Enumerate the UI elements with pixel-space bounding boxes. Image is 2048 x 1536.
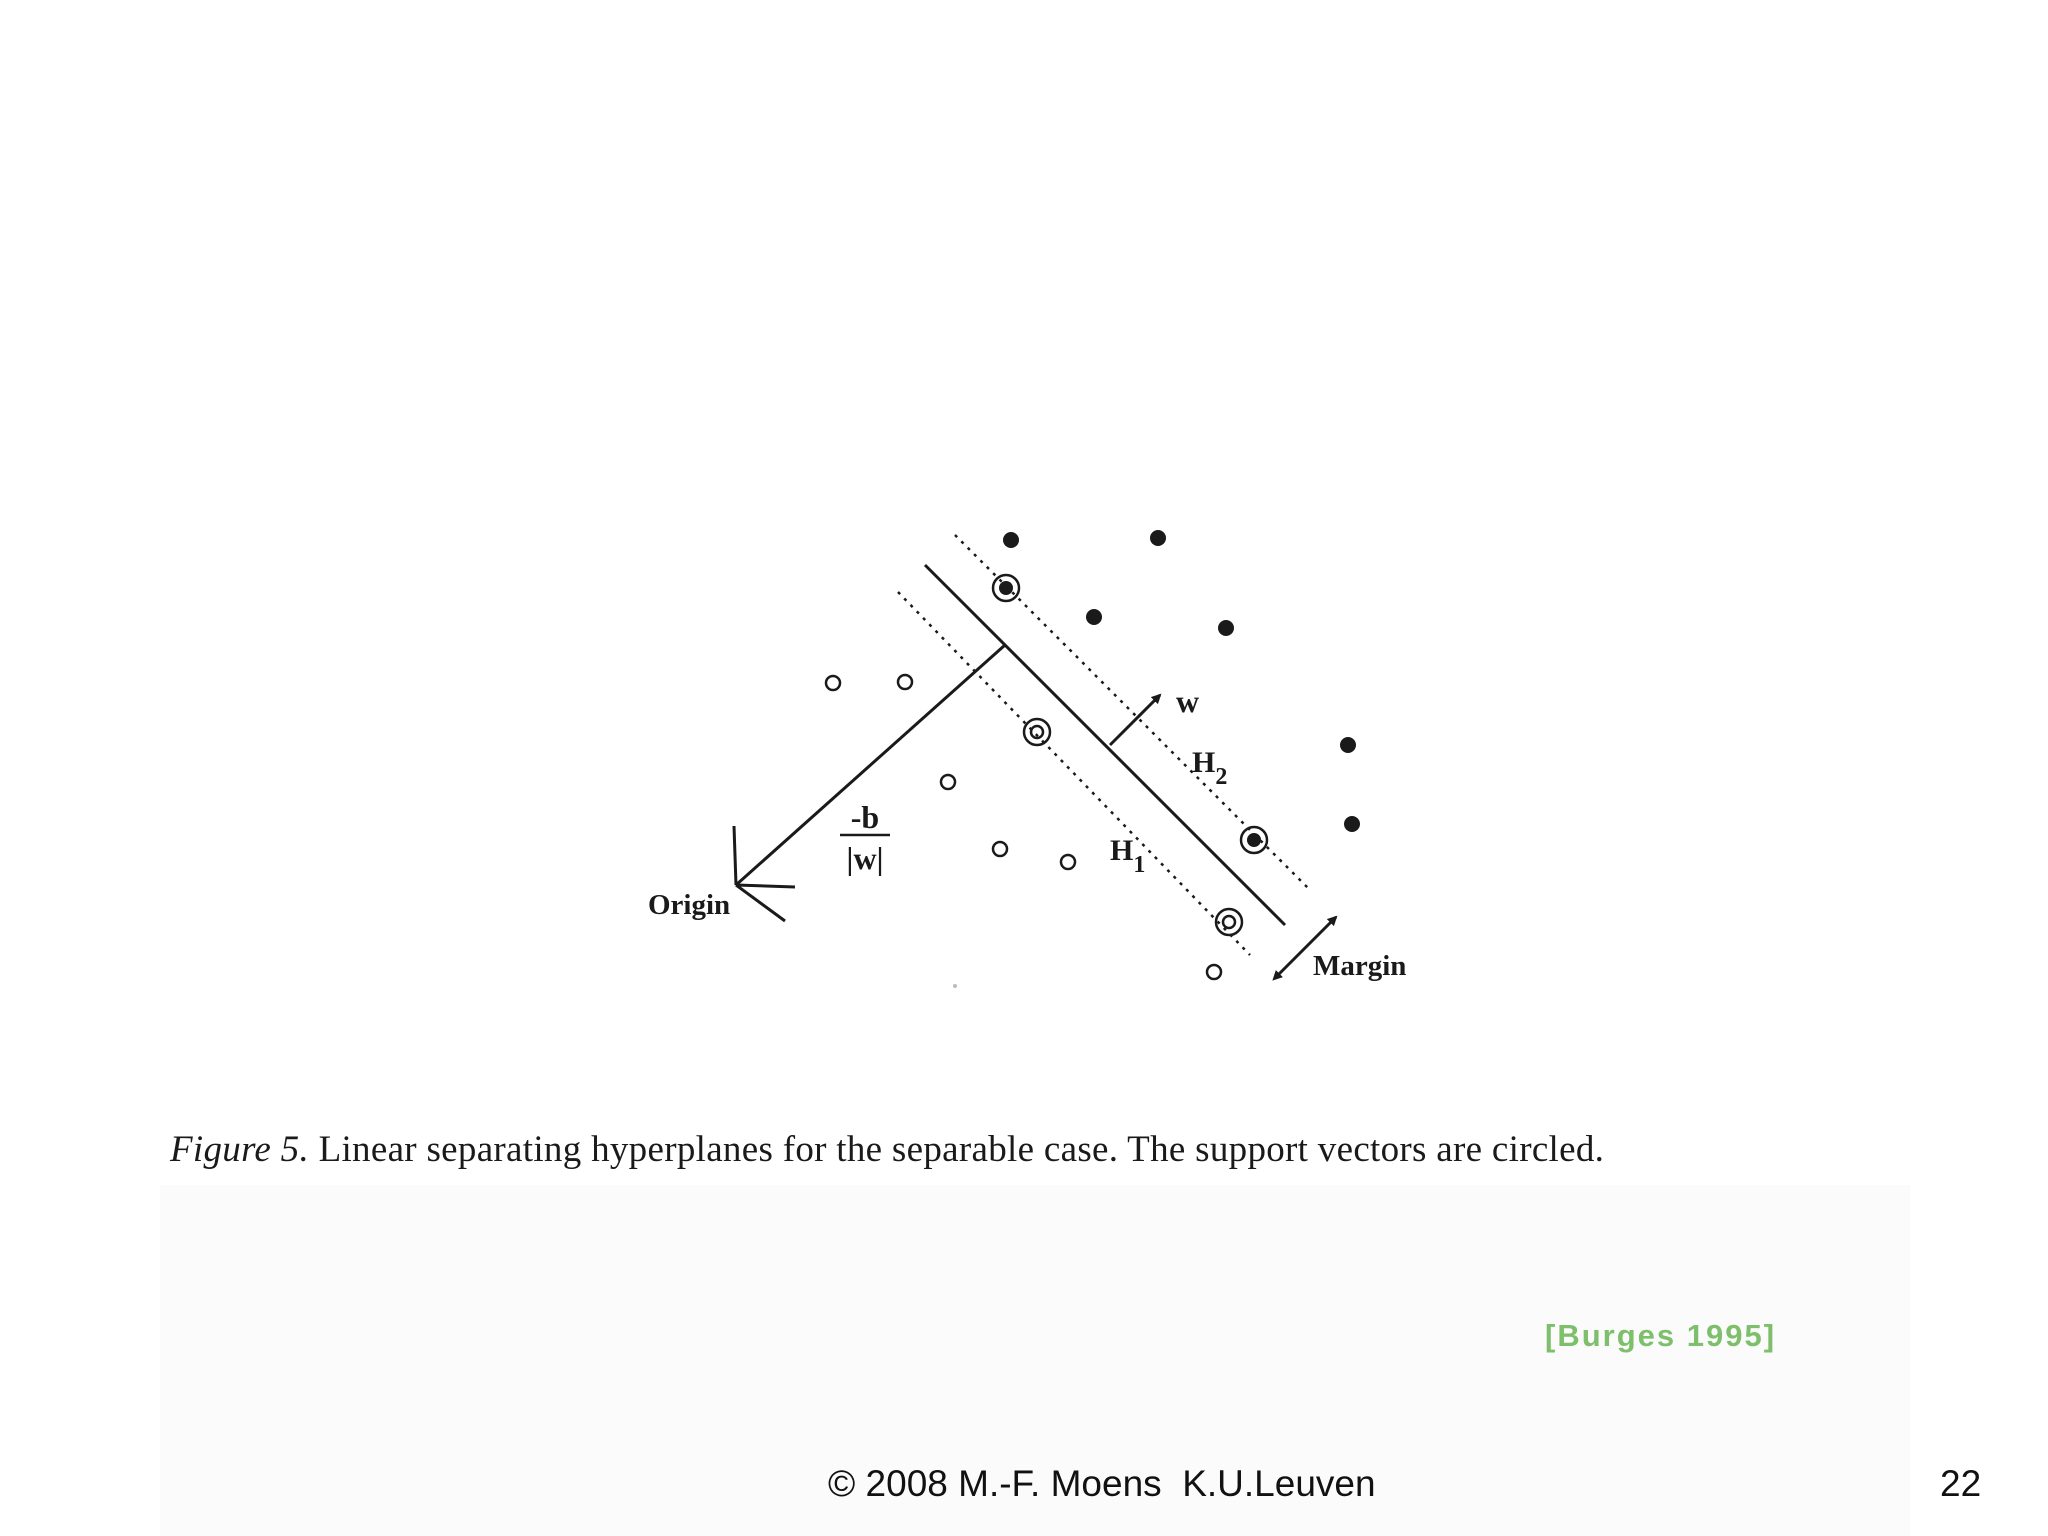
support-vector-ring — [1022, 717, 1052, 747]
support-vector-ring — [991, 573, 1021, 603]
label-h2: H2 — [1192, 746, 1227, 790]
label-h1-main: H — [1110, 834, 1133, 867]
negative-point — [1205, 963, 1223, 981]
label-w: w — [1176, 683, 1199, 719]
hyperplane-h1 — [897, 591, 1251, 956]
positive-point — [1003, 532, 1019, 548]
label-margin: Margin — [1313, 950, 1406, 982]
fraction-numerator: -b — [851, 799, 879, 835]
fraction-denominator: |w| — [846, 840, 883, 876]
hyperplane-h2 — [954, 534, 1311, 891]
origin-tick-up — [732, 825, 738, 886]
label-h2-main: H — [1192, 746, 1215, 779]
positive-point — [1086, 609, 1102, 625]
origin-distance-line — [735, 643, 1006, 887]
support-vector-point — [1247, 833, 1261, 847]
negative-points — [824, 673, 1223, 981]
origin-tick-down — [735, 883, 786, 923]
margin-arrow — [1272, 915, 1338, 981]
normal-vector-w — [1108, 693, 1162, 747]
positive-point — [1344, 816, 1360, 832]
label-h1: H1 — [1110, 834, 1145, 878]
label-h1-sub: 1 — [1133, 852, 1145, 878]
support-vector-point — [1029, 724, 1045, 740]
support-vector-ring — [1214, 907, 1244, 937]
scan-background — [160, 1185, 1910, 1536]
caption-label: Figure 5. — [170, 1129, 310, 1170]
scan-speck — [953, 984, 957, 988]
negative-support-vectors — [1022, 717, 1244, 937]
negative-point — [991, 840, 1009, 858]
support-vector-point — [1221, 914, 1237, 930]
negative-point — [824, 674, 842, 692]
label-h2-sub: 2 — [1215, 764, 1227, 790]
negative-point — [896, 673, 914, 691]
positive-support-vectors — [991, 573, 1269, 855]
support-vector-ring — [1239, 825, 1269, 855]
positive-point — [1340, 737, 1356, 753]
page-number: 22 — [1940, 1463, 1982, 1504]
origin-tick-right — [735, 883, 796, 889]
citation: [Burges 1995] — [1545, 1318, 1777, 1353]
separating-hyperplane — [923, 563, 1287, 927]
footer-copyright: © 2008 M.-F. Moens K.U.Leuven — [828, 1463, 1376, 1504]
caption-text: Linear separating hyperplanes for the se… — [309, 1129, 1605, 1170]
figure-caption: Figure 5. Linear separating hyperplanes … — [170, 1128, 1930, 1171]
negative-point — [1059, 853, 1077, 871]
negative-point — [939, 773, 957, 791]
label-origin: Origin — [648, 889, 730, 921]
positive-points — [1003, 530, 1360, 832]
positive-point — [1150, 530, 1166, 546]
support-vector-point — [999, 581, 1013, 595]
positive-point — [1218, 620, 1234, 636]
